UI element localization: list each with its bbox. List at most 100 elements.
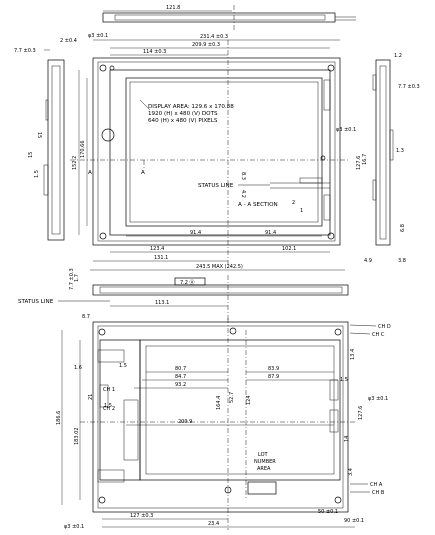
dim-243-5-max: 243.5 MAX (242.5) <box>196 264 243 270</box>
dim-127-0: 127 ±0.3 <box>130 513 153 519</box>
dim-phi3-top: φ3 ±0.1 <box>88 33 108 39</box>
dim-1-5: 1.5 <box>34 170 40 178</box>
lot-label-line-1: LOT <box>258 452 269 458</box>
display-area-line-3: 640 (H) x 480 (V) PIXELS <box>148 118 218 124</box>
dim-164-4: 164.4 <box>216 396 222 410</box>
left-edge-view: 15 1.5 15 <box>28 59 65 241</box>
dim-102-1: 102.1 <box>282 246 296 252</box>
dim-2-4: 2 ±0.4 <box>60 38 77 44</box>
dim-7-7-left: 7.7 ±0.3 <box>14 48 36 54</box>
dim-14: 14 <box>344 436 350 442</box>
dim-123-4: 123.4 <box>150 246 164 252</box>
dim-131-1: 131.1 <box>154 255 168 261</box>
mount-hole-top-right <box>327 64 335 72</box>
back-view: LOT NUMBER AREA 80.7 84.7 93.2 83.9 87.9… <box>56 318 391 530</box>
dim-phi3-bottom: φ3 ±0.1 <box>64 524 84 530</box>
status-box-label: 7.2 Ⓐ <box>180 279 195 286</box>
back-hole-top-right <box>334 328 342 336</box>
lot-label-line-3: AREA <box>257 466 271 472</box>
mount-hole-top-left-inner <box>109 65 115 71</box>
ch-2-label: CH 2 <box>103 406 115 412</box>
dim-1: 1 <box>300 208 303 214</box>
ch-b-label: CH B <box>372 490 385 496</box>
dim-209-9: 209.9 ±0.3 <box>192 42 220 48</box>
dim-113-1: 113.1 <box>155 300 169 306</box>
ch-d-label: CH D <box>378 324 391 330</box>
dim-16-7-right: 16.7 <box>362 154 368 165</box>
dim-1-7-side: 1.7 <box>74 274 80 282</box>
back-hole-bottom-right <box>334 496 342 504</box>
dim-90-0: 90 ±0.1 <box>344 518 364 524</box>
dim-114: 114 ±0.3 <box>143 49 166 55</box>
a-a-section-detail: STATUS LINE A - A SECTION 8.3 4.2 2 1 <box>198 172 330 214</box>
dim-127-6-right: 127.6 <box>356 156 362 170</box>
dim-15-b: 15 <box>28 152 34 158</box>
dim-186-6: 186.6 <box>56 411 62 425</box>
back-hole-top-center <box>229 327 237 335</box>
dim-3-4: 3.4 <box>348 468 354 476</box>
dim-52-7: 52.7 <box>229 392 235 403</box>
dim-21: 21 <box>88 394 94 400</box>
mount-hole-top-left <box>99 64 107 72</box>
dim-183-02: 183.02 <box>74 428 80 446</box>
dim-1-5-c: 1.5 <box>104 403 112 409</box>
top-edge-view: 121.8 <box>102 5 356 30</box>
mount-hole-mid-right <box>320 155 326 161</box>
dim-91-4-a: 91.4 <box>190 230 201 236</box>
dim-80-7: 80.7 <box>175 366 186 372</box>
dim-1-5-a: 1.5 <box>119 363 127 369</box>
dim-4-2: 4.2 <box>240 190 246 198</box>
locator-circle <box>101 128 115 142</box>
ch-1-label: CH 1 <box>103 387 115 393</box>
dim-23-4: 23.4 <box>208 521 219 527</box>
dim-15-a: 15 <box>36 132 42 138</box>
dim-6-8-right: 6.8 <box>400 224 406 232</box>
display-area-line-2: 1920 (H) x 480 (V) DOTS <box>148 111 218 117</box>
section-mark-a-mid: A <box>141 170 145 176</box>
dim-121-8: 121.8 <box>166 5 180 11</box>
dim-2: 2 <box>292 200 295 206</box>
top-dimensions: 231.4 ±0.3 209.9 ±0.3 114 ±0.3 2 ±0.4 φ3… <box>14 33 340 56</box>
top-main-view: DISPLAY AREA: 129.6 x 170.88 1920 (H) x … <box>70 40 356 270</box>
side-view: 7.2 Ⓐ 7.7 ±0.3 1.7 STATUS LINE 113.1 8.7 <box>18 268 349 320</box>
dim-50-0: 50 ±0.1 <box>318 509 338 515</box>
dim-124: 124 <box>246 395 252 405</box>
dim-phi3-mid: φ3 ±0.1 <box>336 127 356 133</box>
dim-1-2-right: 1.2 <box>394 53 402 59</box>
top-bottom-dimensions: 91.4 91.4 123.4 102.1 131.1 243.5 MAX (2… <box>90 230 345 271</box>
dim-1-6: 1.6 <box>74 365 82 371</box>
dim-phi3-right-back: φ3 ±0.1 <box>368 396 388 402</box>
dim-1-3-right: 1.3 <box>396 148 404 154</box>
dim-3-8-right: 3.8 <box>398 258 406 264</box>
dim-170-66: 170.66 <box>80 141 86 159</box>
ch-c-label: CH C <box>372 332 385 338</box>
dim-8-7: 8.7 <box>82 314 90 320</box>
ch-a-label: CH A <box>370 482 383 488</box>
dim-209-9-back: 209.9 <box>178 419 192 425</box>
dim-1-5-b: 1.5 <box>340 377 348 383</box>
right-edge-view: 1.2 7.7 ±0.3 127.6 16.7 1.3 6.8 4.9 3.8 <box>356 53 420 264</box>
section-mark-a-left: A <box>88 170 92 176</box>
dim-13-4: 13.4 <box>350 349 356 360</box>
dim-84-7: 84.7 <box>175 374 186 380</box>
dim-7-7-right: 7.7 ±0.3 <box>398 84 420 90</box>
lot-number-area <box>247 481 277 495</box>
status-box <box>174 277 206 286</box>
dim-231-4: 231.4 ±0.3 <box>200 34 228 40</box>
display-area-line-1: DISPLAY AREA: 129.6 x 170.88 <box>148 104 234 110</box>
dim-7-7-side: 7.7 ±0.3 <box>69 268 75 290</box>
dim-4-9-right: 4.9 <box>364 258 372 264</box>
dim-91-4-b: 91.4 <box>265 230 276 236</box>
mount-hole-bottom-left <box>99 232 107 240</box>
back-hole-bottom-left <box>98 496 106 504</box>
dim-8-3: 8.3 <box>240 172 246 180</box>
back-hole-top-left <box>98 328 106 336</box>
status-line-label-top: STATUS LINE <box>198 183 234 189</box>
dim-127-6-back: 127.6 <box>358 406 364 420</box>
dim-152-2: 152.2 <box>72 156 78 170</box>
lot-label-line-2: NUMBER <box>254 459 276 465</box>
dim-83-9: 83.9 <box>268 366 279 372</box>
dim-87-9: 87.9 <box>268 374 279 380</box>
status-line-label-side: STATUS LINE <box>18 299 54 305</box>
